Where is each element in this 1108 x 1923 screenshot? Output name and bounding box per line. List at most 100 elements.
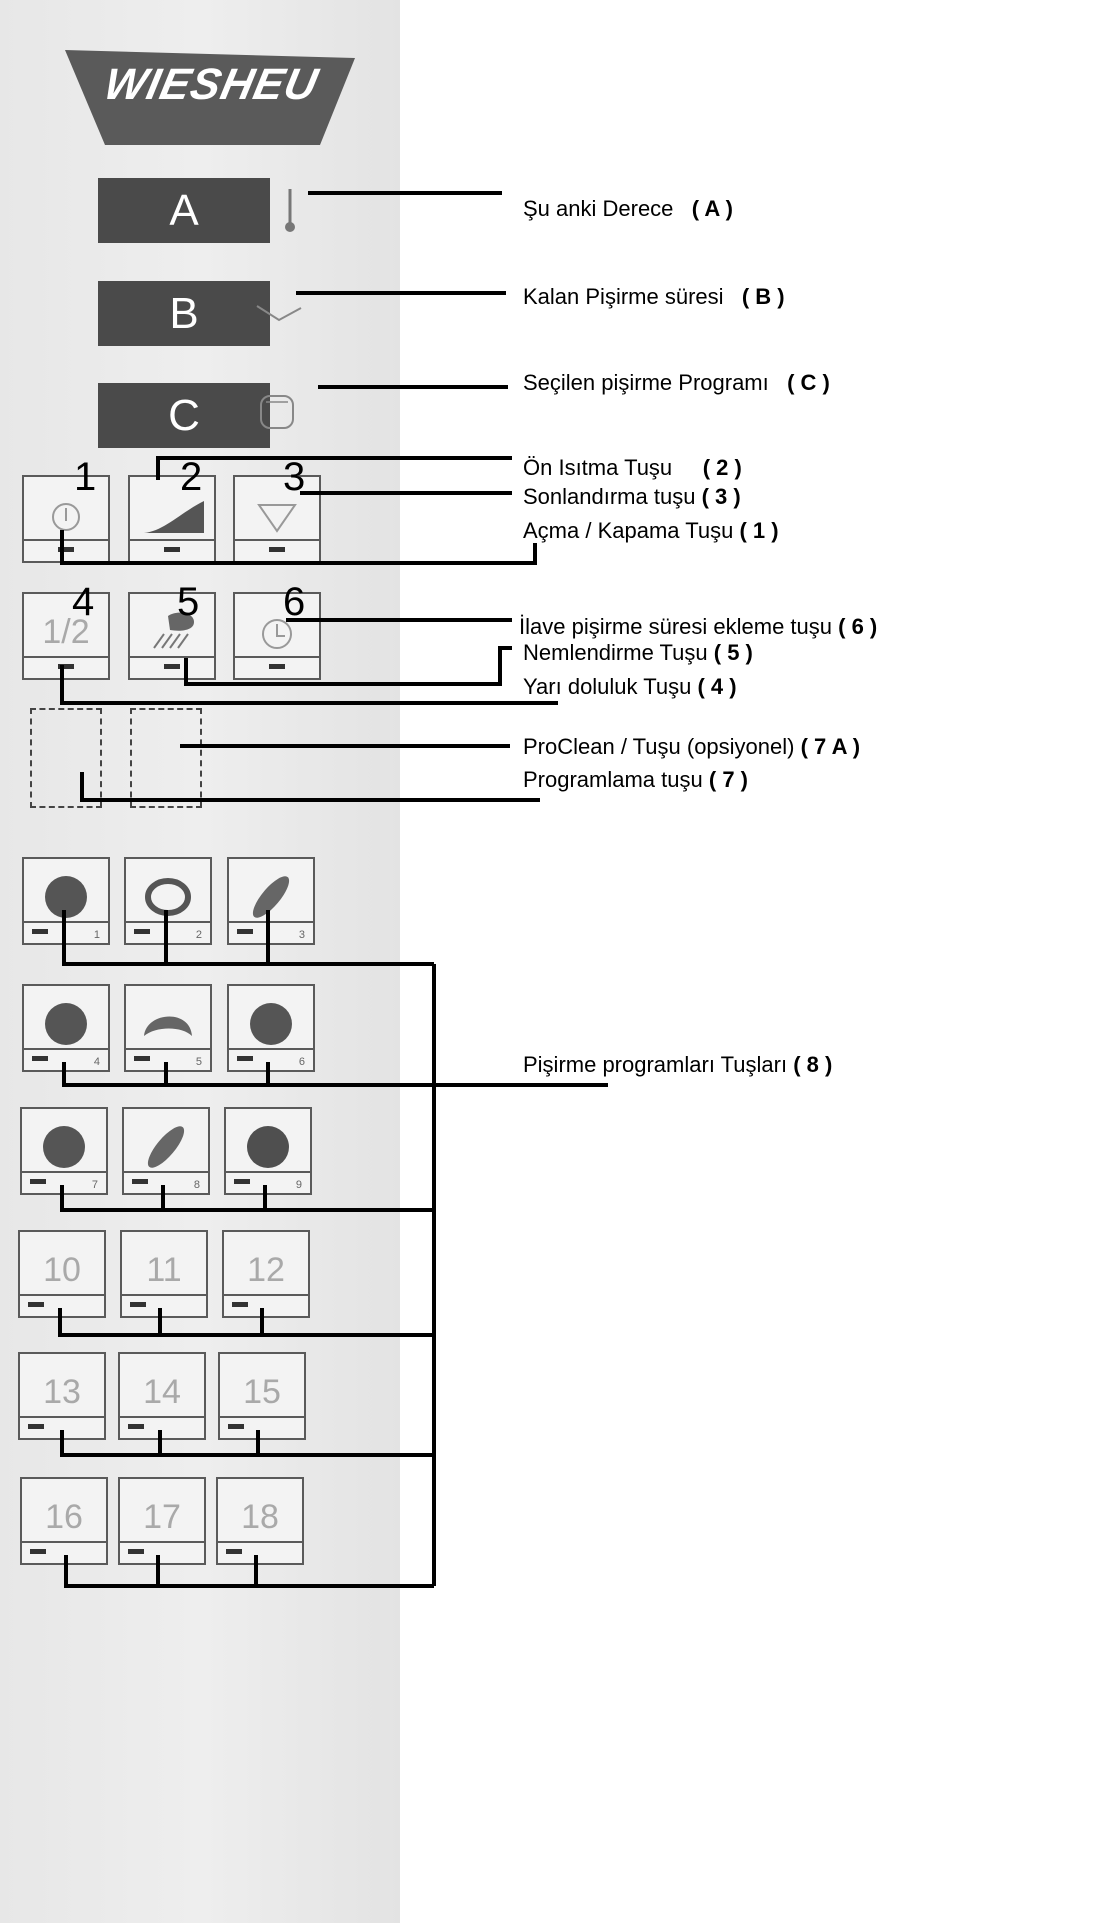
proclean-key[interactable] <box>130 708 202 808</box>
key-led <box>120 1541 204 1563</box>
program-key-number: 7 <box>91 1179 98 1191</box>
programming-key[interactable] <box>30 708 102 808</box>
key-led: 8 <box>124 1171 208 1193</box>
key-led: 7 <box>22 1171 106 1193</box>
program-key[interactable]: 6 <box>227 984 315 1072</box>
program-key-number: 6 <box>298 1056 305 1068</box>
label-selected-program: Seçilen pişirme Programı ( C ) <box>523 370 830 395</box>
key-led <box>120 1416 204 1438</box>
croissant-icon <box>126 996 210 1052</box>
program-key[interactable]: 3 <box>227 857 315 945</box>
program-number: 18 <box>241 1498 279 1536</box>
wiesheu-logo <box>65 50 355 145</box>
label-program-keys: Pişirme programları Tuşları ( 8 ) <box>523 1052 833 1077</box>
program-key-number: 5 <box>195 1056 202 1068</box>
program-key[interactable]: 5 <box>124 984 212 1072</box>
key-led <box>122 1294 206 1316</box>
key-number-3: 3 <box>283 455 306 499</box>
program-key[interactable]: 10 <box>18 1230 106 1318</box>
key-led: 9 <box>226 1171 310 1193</box>
program-number: 16 <box>45 1498 83 1536</box>
half-load-key[interactable]: 1/2 <box>22 592 110 680</box>
key-led <box>130 539 214 561</box>
program-key-number: 1 <box>93 929 100 941</box>
program-number: 10 <box>43 1251 81 1289</box>
clock-hand-icon <box>256 305 302 322</box>
program-key-number: 4 <box>93 1056 100 1068</box>
program-key[interactable]: 8 <box>122 1107 210 1195</box>
program-number: 15 <box>243 1373 281 1411</box>
program-key[interactable]: 17 <box>118 1477 206 1565</box>
key-led <box>235 656 319 678</box>
on-off-key[interactable] <box>22 475 110 563</box>
power-icon <box>52 503 80 531</box>
label-proclean-key: ProClean / Tuşu (opsiyonel) ( 7 A ) <box>523 734 861 759</box>
humidify-key[interactable] <box>128 592 216 680</box>
label-programming-key: Programlama tuşu ( 7 ) <box>523 767 748 792</box>
display-c: C <box>98 383 270 448</box>
label-extra-time-key: İlave pişirme süresi ekleme tuşu ( 6 ) <box>519 614 878 639</box>
preheat-key[interactable] <box>128 475 216 563</box>
key-led <box>24 539 108 561</box>
key-number-4: 4 <box>72 580 95 624</box>
program-key-number: 3 <box>298 929 305 941</box>
round-loaf-icon <box>229 996 313 1052</box>
program-key[interactable]: 12 <box>222 1230 310 1318</box>
program-number: 17 <box>143 1498 181 1536</box>
baguette-icon <box>124 1119 208 1175</box>
display-a: A <box>98 178 270 243</box>
program-key[interactable]: 9 <box>224 1107 312 1195</box>
triangle-down-icon <box>257 504 297 533</box>
key-led <box>20 1416 104 1438</box>
key-led <box>224 1294 308 1316</box>
key-led: 3 <box>229 921 313 943</box>
label-preheat-key: Ön Isıtma Tuşu ( 2 ) <box>523 455 742 480</box>
humidity-icon <box>153 612 194 649</box>
key-led <box>235 539 319 561</box>
program-number: 14 <box>143 1373 181 1411</box>
program-key[interactable]: 15 <box>218 1352 306 1440</box>
thermometer-icon <box>285 189 295 232</box>
key-led <box>24 656 108 678</box>
key-number-1: 1 <box>74 455 97 499</box>
label-on-off-key: Açma / Kapama Tuşu ( 1 ) <box>523 518 779 543</box>
key-led <box>220 1416 304 1438</box>
program-number: 12 <box>247 1251 285 1289</box>
program-number: 13 <box>43 1373 81 1411</box>
key-number-5: 5 <box>177 580 200 624</box>
seeded-roll-icon <box>226 1119 310 1175</box>
bun-icon <box>24 996 108 1052</box>
program-key-number: 9 <box>295 1179 302 1191</box>
program-key[interactable]: 13 <box>18 1352 106 1440</box>
program-key[interactable]: 4 <box>22 984 110 1072</box>
key-led <box>20 1294 104 1316</box>
program-key[interactable]: 18 <box>216 1477 304 1565</box>
program-key-number: 2 <box>195 929 202 941</box>
round-bread-icon <box>24 869 108 925</box>
label-current-temperature: Şu anki Derece ( A ) <box>523 196 733 221</box>
key-led <box>218 1541 302 1563</box>
bun-icon <box>22 1119 106 1175</box>
program-key[interactable]: 1 <box>22 857 110 945</box>
program-icon <box>260 395 294 429</box>
baguette-icon <box>229 869 313 925</box>
key-led <box>130 656 214 678</box>
program-key-number: 8 <box>193 1179 200 1191</box>
key-number-2: 2 <box>180 455 203 499</box>
program-key[interactable]: 7 <box>20 1107 108 1195</box>
extra-time-key[interactable] <box>233 592 321 680</box>
key-led: 4 <box>24 1048 108 1070</box>
program-key[interactable]: 11 <box>120 1230 208 1318</box>
label-remaining-time: Kalan Pişirme süresi ( B ) <box>523 284 785 309</box>
program-number: 11 <box>146 1251 182 1289</box>
half-load-glyph: 1/2 <box>42 613 90 651</box>
preheat-icon <box>144 501 204 533</box>
label-humidify-key: Nemlendirme Tuşu ( 5 ) <box>523 640 753 665</box>
label-stop-key: Sonlandırma tuşu ( 3 ) <box>523 484 741 509</box>
program-key[interactable]: 16 <box>20 1477 108 1565</box>
program-key[interactable]: 14 <box>118 1352 206 1440</box>
key-led <box>22 1541 106 1563</box>
display-b: B <box>98 281 270 346</box>
